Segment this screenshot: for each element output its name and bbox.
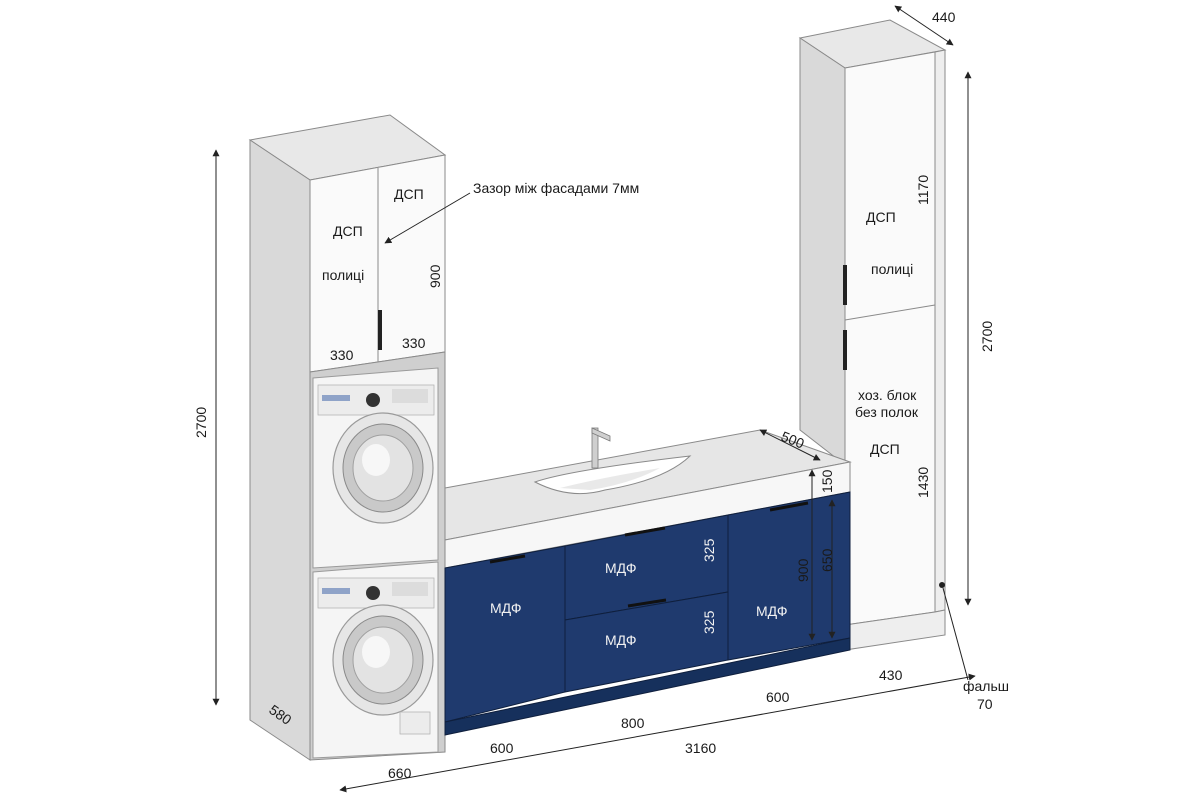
right-filler [934,49,946,613]
mdf-right-label: МДФ [756,603,787,619]
right-door-handle [769,501,809,512]
right-upper-handle [843,265,847,305]
filler-value: 70 [977,696,993,712]
left-upper-right-material: ДСП [394,186,424,202]
left-total-height: 2700 [193,407,209,438]
mdf-bottom-drawer-label: МДФ [605,632,636,648]
segment-600-left: 600 [490,740,514,756]
right-top-height: 1170 [915,175,931,205]
mdf-top-drawer-label: МДФ [605,560,636,576]
washing-machine-lower [312,561,439,759]
right-top-shelves: полиці [871,261,913,277]
right-top-material: ДСП [866,209,896,225]
right-lower-handle [843,330,847,370]
filler-label: фальш [963,678,1009,694]
left-upper-height: 900 [427,264,443,288]
right-bottom-material: ДСП [870,441,900,457]
drawer-top-height: 325 [701,538,717,562]
right-total-height: 2700 [979,321,995,352]
top-drawer-handle [624,526,666,537]
segment-800: 800 [621,715,645,731]
segment-600-right: 600 [766,689,790,705]
left-upper-left-material: ДСП [333,223,363,239]
mdf-left-door [444,545,566,723]
countertop-thickness: 150 [819,469,835,493]
drawer-bottom-height: 325 [701,610,717,634]
gap-note: Зазор між фасадами 7мм [473,180,639,196]
base-facade-height: 650 [819,548,835,572]
right-block-line1: хоз. блок [858,387,917,403]
sink-bowl [560,468,660,490]
right-tower-depth: 440 [932,9,956,25]
segment-430: 430 [879,667,903,683]
mdf-left-label: МДФ [490,600,521,616]
right-facade-divider [844,304,936,321]
left-tower-width: 660 [388,765,412,781]
left-door-handle [489,554,526,564]
upper-door-handle [378,310,382,350]
base-height: 900 [795,558,811,582]
right-tower-side [799,37,846,467]
right-tower [798,19,947,651]
right-bottom-height: 1430 [915,467,931,498]
right-tower-facades [844,51,936,626]
left-upper-shelves: полиці [322,267,364,283]
bottom-drawer-handle [627,598,667,608]
faucet-body [591,427,599,469]
right-block-line2: без полок [855,404,919,420]
total-width: 3160 [685,740,716,756]
left-upper-left-width: 330 [330,347,354,363]
left-upper-right-width: 330 [402,335,426,351]
left-tower-side [249,139,311,761]
washing-machine-upper [312,367,439,569]
sink-basin [533,455,692,495]
dimension-lines [212,5,976,793]
filler-marker [939,582,945,588]
labels: Зазор між фасадами 7мм ДСП ДСП полиці 33… [193,9,1009,781]
faucet-spout [591,427,611,442]
